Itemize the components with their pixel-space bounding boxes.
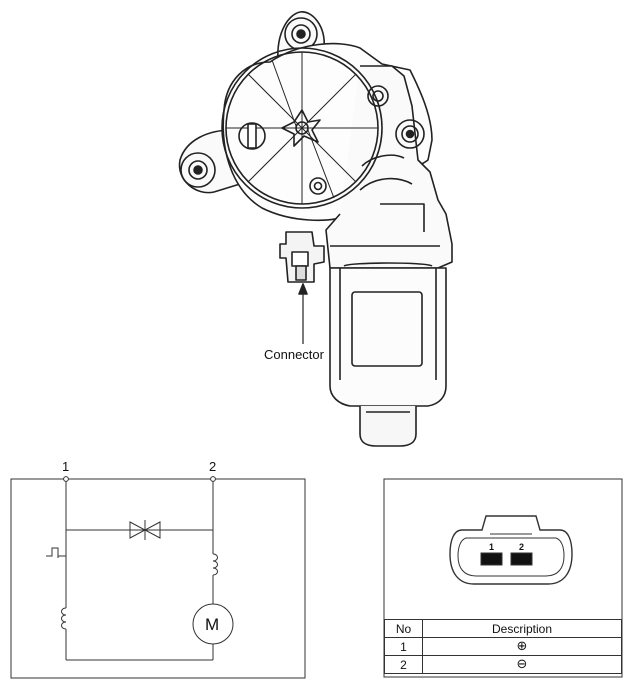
row-no: 2 bbox=[384, 655, 423, 674]
circuit-breaker-symbol bbox=[46, 547, 66, 558]
connector-pin-2 bbox=[510, 552, 533, 566]
terminal-1-node bbox=[63, 476, 69, 482]
connector-frame bbox=[383, 478, 623, 678]
circled-plus-icon: ⊕ bbox=[422, 637, 622, 656]
terminal-2-label: 2 bbox=[209, 459, 217, 474]
table-header-row: No Description bbox=[384, 619, 622, 638]
left-coil-symbol bbox=[61, 607, 67, 630]
connector-label: Connector bbox=[264, 347, 324, 362]
terminal-1-label: 1 bbox=[62, 459, 70, 474]
circled-minus-icon: ⊖ bbox=[422, 655, 622, 674]
terminal-2-node bbox=[210, 476, 216, 482]
header-no: No bbox=[384, 619, 423, 638]
header-description: Description bbox=[422, 619, 622, 638]
right-coil-symbol bbox=[212, 553, 218, 576]
row-no: 1 bbox=[384, 637, 423, 656]
connector-pin-2-label: 2 bbox=[519, 542, 525, 552]
pin-description-table: No Description 1 ⊕ 2 ⊖ bbox=[384, 619, 622, 674]
connector-pin-1 bbox=[480, 552, 503, 566]
table-row: 1 ⊕ bbox=[384, 637, 622, 656]
table-row: 2 ⊖ bbox=[384, 655, 622, 674]
connector-pin-1-label: 1 bbox=[489, 542, 495, 552]
motor-symbol-label: M bbox=[205, 615, 220, 634]
schematic-frame bbox=[10, 478, 306, 679]
diode-symbol bbox=[129, 520, 161, 540]
